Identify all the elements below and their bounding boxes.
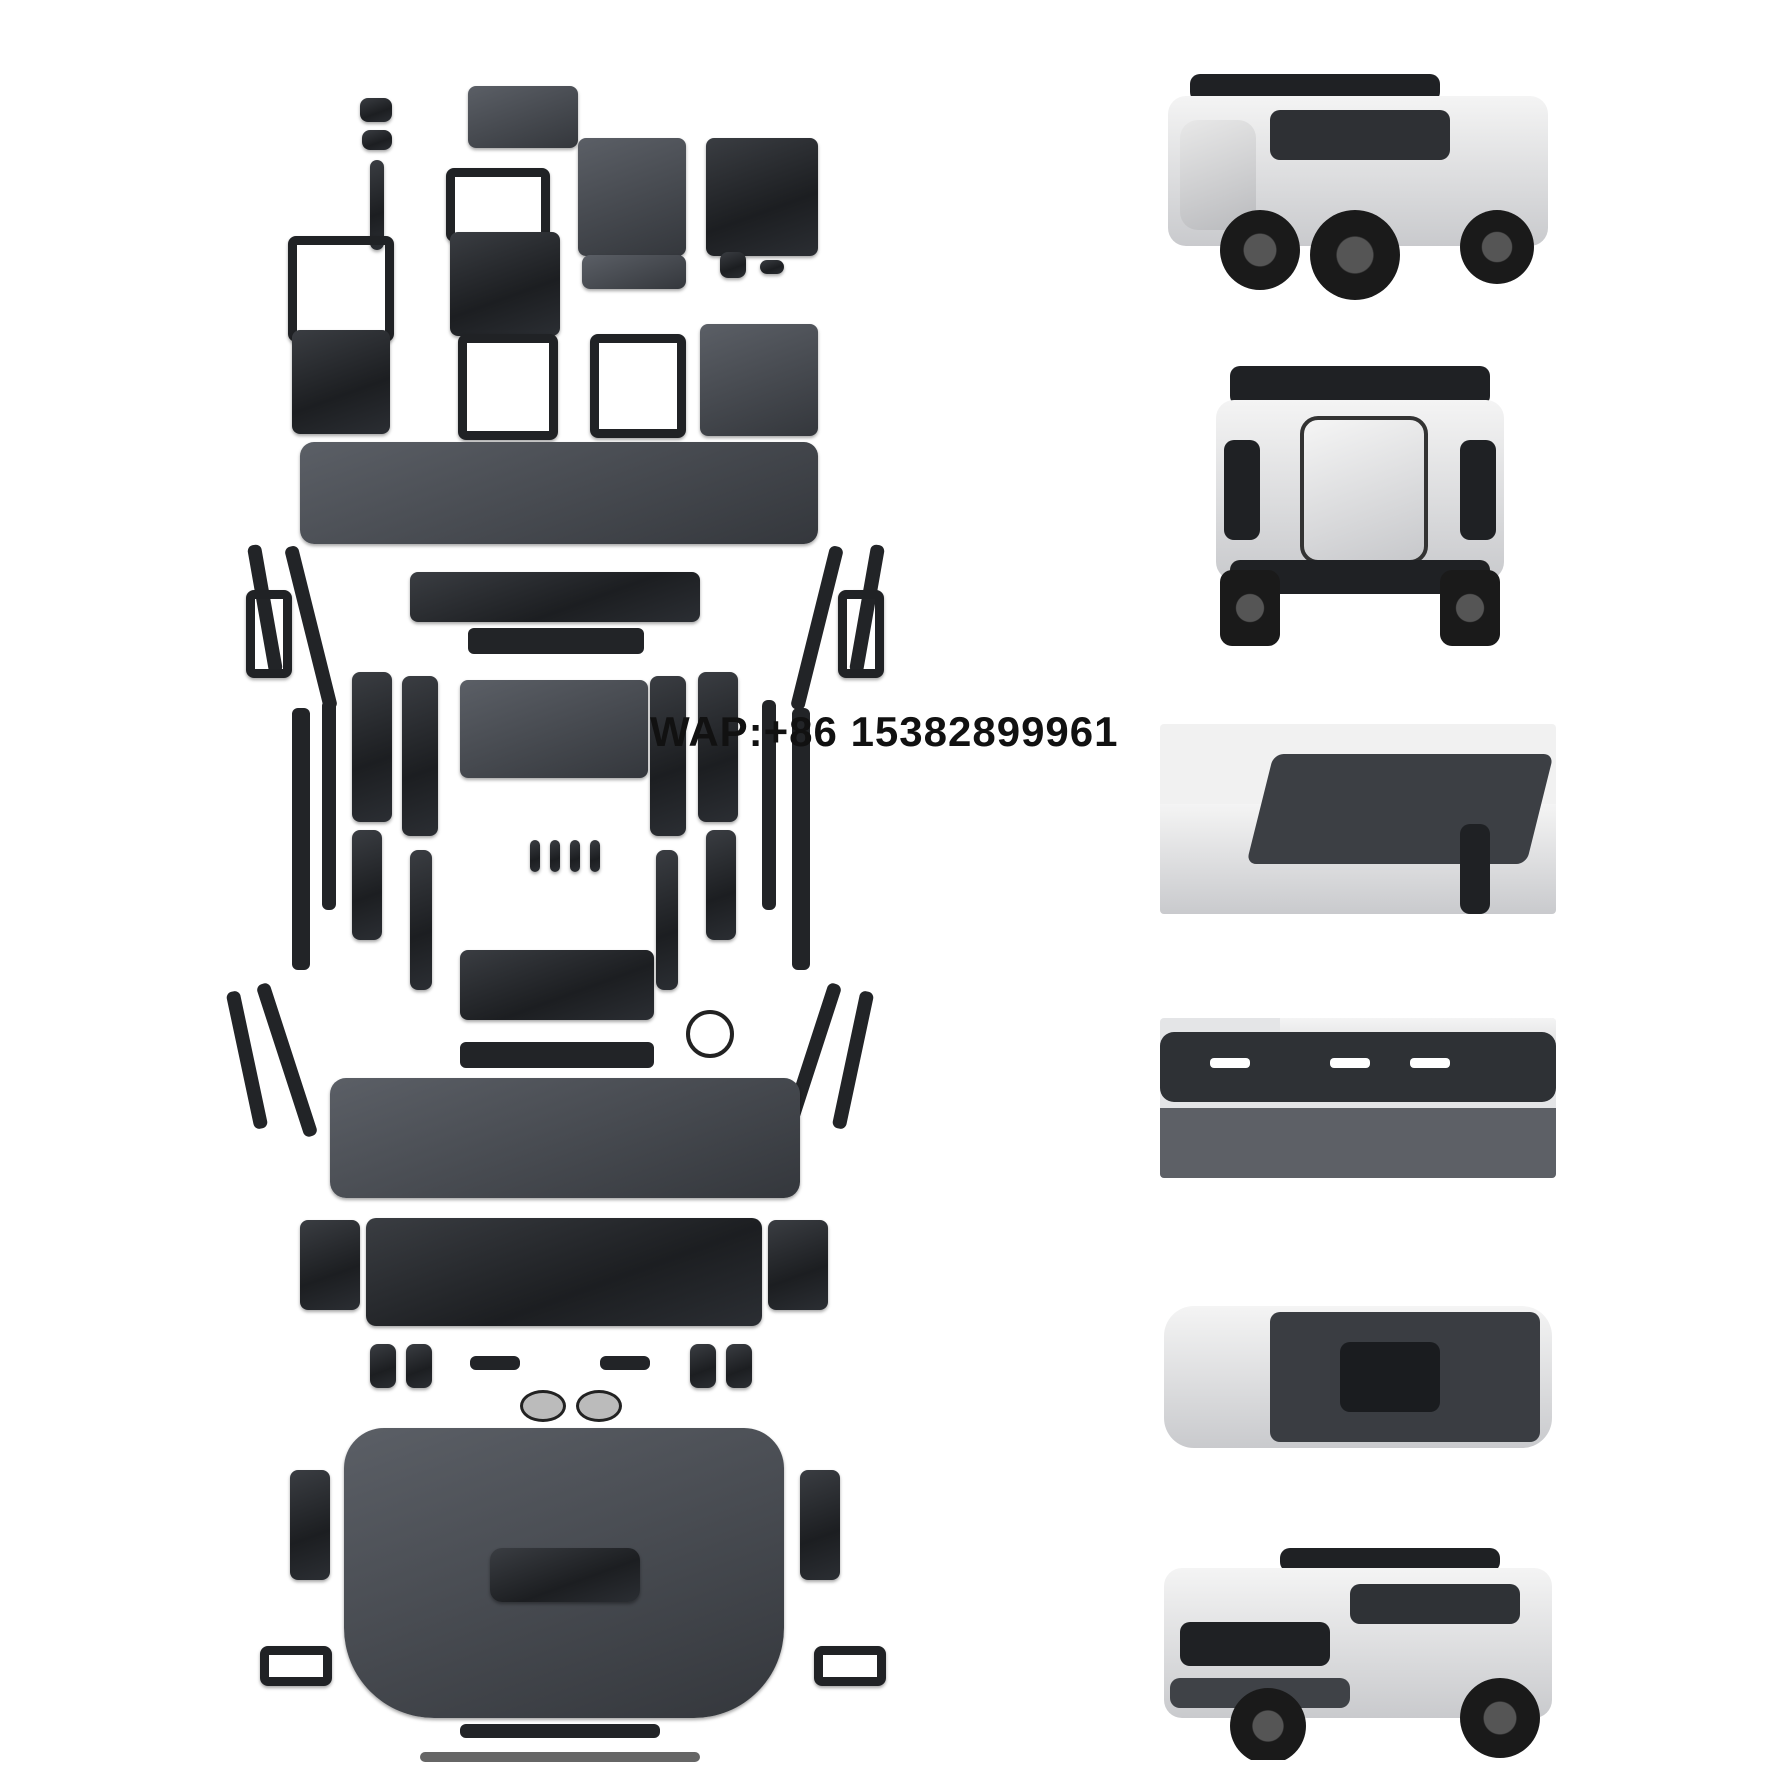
spare-tire-cover-back bbox=[706, 138, 818, 256]
bracket-small bbox=[360, 98, 392, 122]
side-step bbox=[762, 700, 776, 910]
clip bbox=[720, 252, 746, 278]
photo-rear-three-quarter bbox=[1160, 60, 1556, 300]
side-step-bracket bbox=[410, 850, 432, 990]
wheel bbox=[1220, 570, 1280, 646]
spoiler-trim bbox=[468, 628, 644, 654]
hook bbox=[570, 840, 580, 872]
spare-tire-ring bbox=[458, 334, 558, 440]
led-light bbox=[1410, 1058, 1450, 1068]
trim-strip bbox=[600, 1356, 650, 1370]
wheel bbox=[1230, 1688, 1306, 1760]
mount-plate bbox=[468, 86, 578, 148]
light-bar-trim bbox=[460, 1042, 654, 1068]
mirror-cover bbox=[576, 1390, 622, 1422]
front-bumper bbox=[330, 1078, 800, 1198]
light-frame bbox=[446, 168, 550, 242]
wheel bbox=[1460, 210, 1534, 284]
hood-scoop bbox=[490, 1548, 640, 1602]
spare-tire-cover-dark bbox=[450, 232, 560, 336]
photo-gallery bbox=[1160, 60, 1560, 1760]
lower-lip bbox=[460, 1724, 660, 1738]
tail-light-guard bbox=[246, 590, 292, 678]
led-light bbox=[1210, 1058, 1250, 1068]
wheel bbox=[1460, 1678, 1540, 1758]
wheel bbox=[1220, 210, 1300, 290]
roof-rack bbox=[1246, 754, 1554, 864]
hook bbox=[550, 840, 560, 872]
trim-strip bbox=[470, 1356, 520, 1370]
ladder bbox=[1460, 824, 1490, 914]
side-step-bracket bbox=[706, 830, 736, 940]
tail-light bbox=[1224, 440, 1260, 540]
front-grille bbox=[366, 1218, 762, 1326]
hook bbox=[590, 840, 600, 872]
photo-rear bbox=[1210, 360, 1510, 650]
rear-bumper bbox=[300, 442, 818, 544]
side-window bbox=[1350, 1584, 1520, 1624]
wheel-arch-flare bbox=[225, 990, 269, 1130]
front-skid-plate bbox=[460, 950, 654, 1020]
wiring-harness bbox=[686, 1010, 734, 1058]
hook bbox=[530, 840, 540, 872]
pillar-trim bbox=[370, 160, 384, 250]
wheel-arch-flare bbox=[789, 544, 845, 712]
side-step-bracket bbox=[352, 672, 392, 822]
spare-tire-frame bbox=[288, 236, 394, 342]
wheel bbox=[1440, 570, 1500, 646]
spare-tire-cover bbox=[578, 138, 686, 256]
headlight-bezel bbox=[260, 1646, 332, 1686]
side-step-bracket bbox=[656, 850, 678, 990]
lower-lip bbox=[420, 1752, 700, 1762]
tail-light-guard bbox=[838, 590, 884, 678]
side-step-bracket bbox=[402, 676, 438, 836]
tail-light bbox=[1460, 440, 1496, 540]
photo-roof-rack-detail bbox=[1160, 724, 1556, 914]
side-step bbox=[792, 708, 810, 970]
photo-roof-spoiler-lights bbox=[1160, 1018, 1556, 1178]
spare-tire-case bbox=[1180, 120, 1256, 230]
hood-vent bbox=[800, 1470, 840, 1580]
hood-vent bbox=[290, 1470, 330, 1580]
side-step bbox=[292, 708, 310, 970]
rear-window bbox=[1160, 1108, 1556, 1178]
fog-light-cover bbox=[370, 1344, 396, 1388]
fog-light-cover bbox=[690, 1344, 716, 1388]
rear-window bbox=[1270, 110, 1450, 160]
spare-tire-panel bbox=[292, 330, 390, 434]
side-step-bracket bbox=[650, 676, 686, 836]
side-step-bracket bbox=[698, 672, 738, 822]
mirror-cover bbox=[520, 1390, 566, 1422]
spare-tire-ring-inner bbox=[590, 334, 686, 438]
spare-tire-cup bbox=[582, 255, 686, 289]
sunroof bbox=[1340, 1342, 1440, 1412]
grille-bracket bbox=[300, 1220, 360, 1310]
side-step bbox=[322, 700, 336, 910]
rear-spoiler bbox=[410, 572, 700, 622]
parts-panel bbox=[220, 60, 920, 1762]
spare-tire-case bbox=[1300, 416, 1428, 564]
led-light bbox=[1330, 1058, 1370, 1068]
watermark-phone: WAP:+86 15382899961 bbox=[650, 708, 1119, 755]
skid-plate bbox=[460, 680, 648, 778]
photo-top-down bbox=[1160, 1292, 1556, 1462]
wheel-arch-flare bbox=[831, 990, 875, 1130]
fog-light-cover bbox=[726, 1344, 752, 1388]
side-step-bracket bbox=[352, 830, 382, 940]
spare-tire-base bbox=[700, 324, 818, 436]
rear-spoiler bbox=[1230, 366, 1490, 406]
photo-front-three-quarter bbox=[1160, 1538, 1556, 1760]
wheel-arch-flare bbox=[283, 544, 339, 712]
front-grille bbox=[1180, 1622, 1330, 1666]
grille-bracket bbox=[768, 1220, 828, 1310]
bracket-small bbox=[362, 130, 392, 150]
headlight-bezel bbox=[814, 1646, 886, 1686]
fog-light-cover bbox=[406, 1344, 432, 1388]
clip bbox=[760, 260, 784, 274]
wheel bbox=[1310, 210, 1400, 300]
